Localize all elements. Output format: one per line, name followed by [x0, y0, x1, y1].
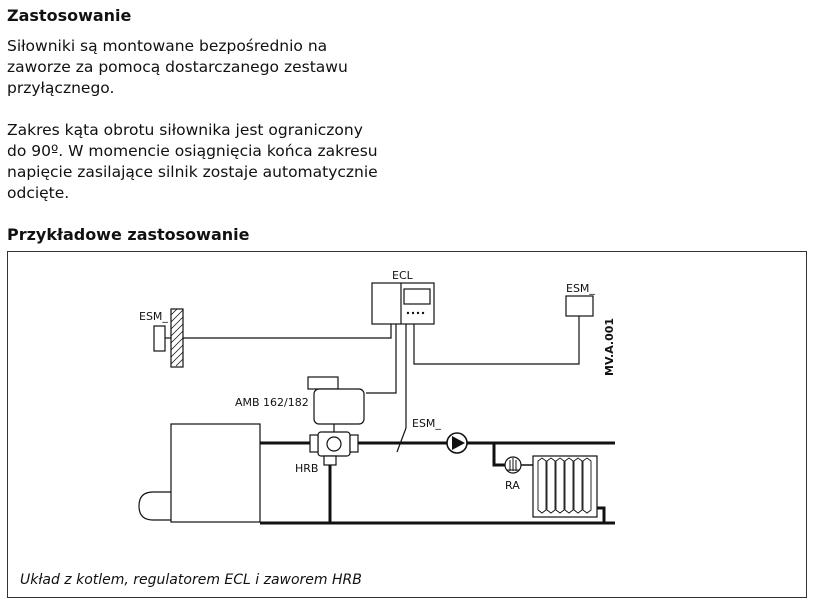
supply-sensor	[396, 427, 407, 453]
actuator-top	[307, 376, 339, 390]
label-esm-outdoor: ESM_	[139, 310, 168, 323]
text-line: do 90º. W momencie osiągnięcia końca zak…	[7, 142, 378, 160]
actuator-body	[313, 388, 365, 425]
diagram-frame: ECL ESM_ ESM_ AMB 162/182 ESM_ HRB RA MV…	[7, 251, 807, 598]
boiler-system-diagram: ECL ESM_ ESM_ AMB 162/182 ESM_ HRB RA MV…	[138, 269, 616, 525]
wall-hatch	[170, 308, 184, 367]
text-line: Siłowniki są montowane bezpośrednio na	[7, 37, 328, 55]
paragraph-rotation-range: Zakres kąta obrotu siłownika jest ograni…	[7, 120, 407, 204]
wire-outdoor	[183, 324, 392, 339]
wire-actuator	[366, 324, 397, 394]
label-drawing-code: MV.A.001	[603, 318, 616, 376]
radiator-return-pipe	[597, 506, 606, 523]
hrb-valve	[309, 431, 359, 466]
section-heading-example: Przykładowe zastosowanie	[7, 225, 250, 244]
ecl-display	[403, 288, 431, 305]
burner	[138, 491, 171, 521]
text-line: Zakres kąta obrotu siłownika jest ograni…	[7, 121, 363, 139]
wire-room-sensor	[413, 316, 580, 365]
pump-icon	[446, 432, 468, 454]
label-esm-supply: ESM_	[412, 417, 441, 430]
label-ra: RA	[505, 479, 520, 492]
ra-thermostat	[504, 456, 522, 474]
paragraph-mounting: Siłowniki są montowane bezpośrednio na z…	[7, 36, 407, 99]
radiator-fins	[537, 457, 592, 514]
ecl-indicator-dots	[406, 311, 425, 315]
text-line: napięcie zasilające silnik zostaje autom…	[7, 163, 378, 181]
label-hrb: HRB	[295, 462, 318, 475]
text-line: zaworze za pomocą dostarczanego zestawu	[7, 58, 348, 76]
radiator-supply-pipe	[492, 443, 506, 467]
text-line: przyłącznego.	[7, 79, 115, 97]
boiler	[170, 423, 261, 523]
text-line: odcięte.	[7, 184, 70, 202]
diagram-caption: Układ z kotlem, regulatorem ECL i zawore…	[20, 572, 362, 588]
outdoor-sensor	[153, 325, 166, 352]
label-amb: AMB 162/182	[235, 396, 309, 409]
section-heading-application: Zastosowanie	[7, 6, 132, 25]
label-ecl: ECL	[392, 269, 414, 282]
room-sensor	[565, 295, 594, 317]
label-esm-room: ESM_	[566, 282, 595, 295]
